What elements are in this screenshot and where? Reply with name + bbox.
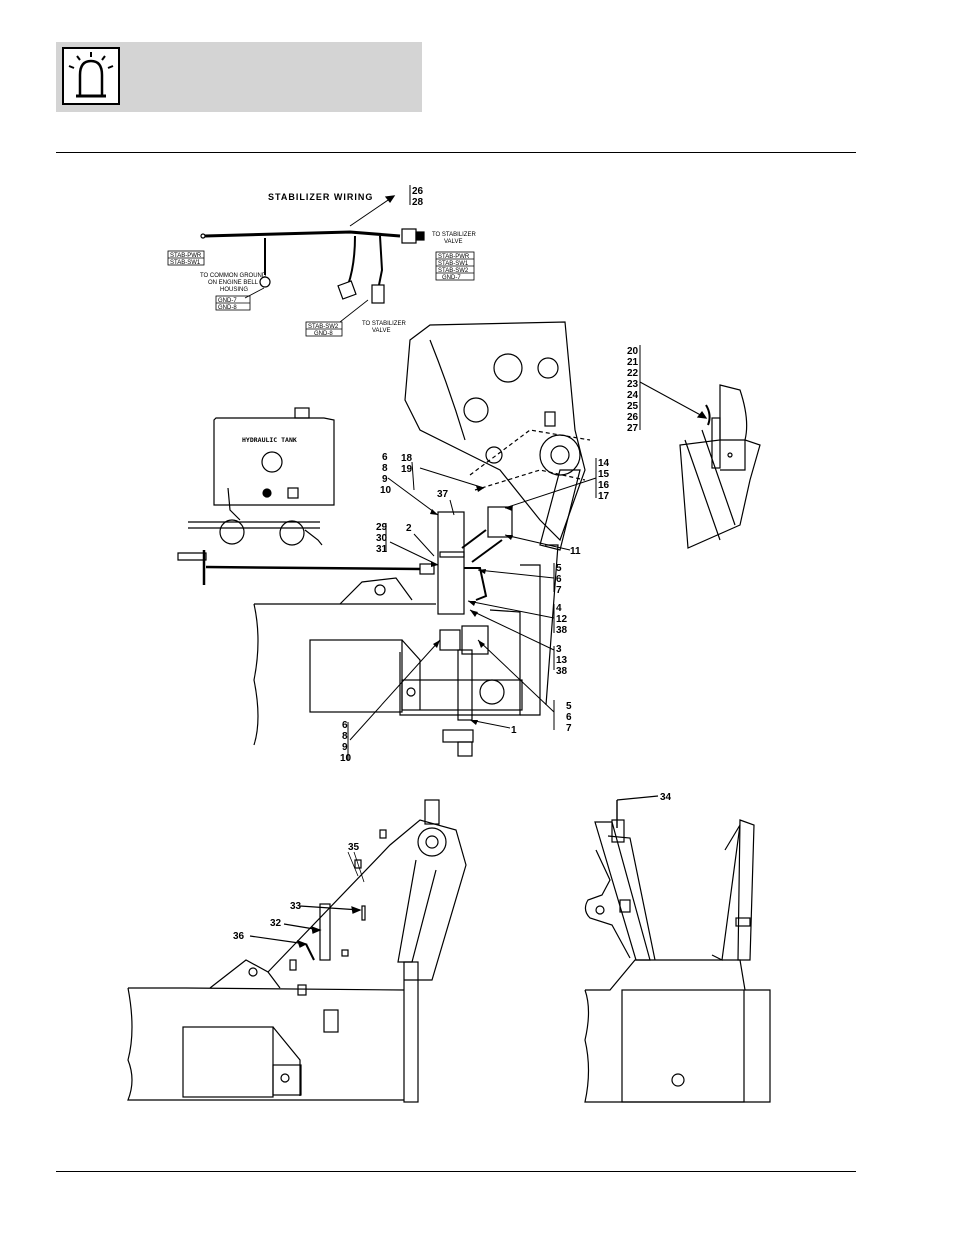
callout-8a: 8: [382, 463, 388, 474]
callout-26: 26: [412, 186, 424, 197]
arrowheads: [430, 486, 513, 725]
callout-7b: 7: [566, 723, 572, 734]
callout-10b: 10: [340, 753, 352, 764]
callout-38b: 38: [556, 666, 568, 677]
callout-12: 12: [556, 614, 568, 625]
valve-assembly: [419, 506, 513, 757]
callout-13: 13: [556, 655, 568, 666]
callout-24: 24: [627, 390, 639, 401]
to-valve-bottom-2: VALVE: [372, 328, 390, 334]
callout-5a: 5: [556, 563, 562, 574]
bottom-right-view: [584, 795, 771, 1103]
callout-6d: 6: [342, 720, 348, 731]
callout-29: 29: [376, 522, 388, 533]
callout-17: 17: [598, 491, 610, 502]
callout-21: 21: [627, 357, 639, 368]
wiring-title: STABILIZER WIRING: [268, 192, 373, 202]
callout-10a: 10: [380, 485, 392, 496]
callout-25: 25: [627, 401, 639, 412]
tag-ground-2: GND-8: [218, 305, 237, 311]
callout-26b: 26: [627, 412, 639, 423]
callout-35: 35: [348, 842, 360, 853]
callout-6a: 6: [382, 452, 388, 463]
callout-22: 22: [627, 368, 639, 379]
boom-frame: [404, 321, 591, 551]
tag-right-2: STAB-SW1: [438, 261, 469, 267]
callout-2: 2: [406, 523, 412, 534]
ground-note-2: ON ENGINE BELL: [208, 280, 259, 286]
callout-33: 33: [290, 901, 302, 912]
leader-lines: [347, 345, 641, 760]
callout-3: 3: [556, 644, 562, 655]
tag-left-2: STAB-SW1: [170, 260, 201, 266]
tag-right-3: STAB-SW2: [438, 268, 469, 274]
callout-31: 31: [376, 544, 388, 555]
detail-view: [639, 381, 761, 549]
callout-5b: 5: [566, 701, 572, 712]
callout-6c: 6: [566, 712, 572, 723]
tag-right-4: GND-7: [442, 275, 461, 281]
tank-label: HYDRAULIC TANK: [242, 436, 297, 444]
callout-19: 19: [401, 464, 413, 475]
callout-28: 28: [412, 197, 424, 208]
to-valve-bottom-1: TO STABILIZER: [362, 321, 406, 327]
to-valve-right-2: VALVE: [444, 239, 462, 245]
callout-27: 27: [627, 423, 639, 434]
tag-bottom-1: STAB-SW2: [308, 324, 339, 330]
callout-1: 1: [511, 725, 517, 736]
callout-8b: 8: [342, 731, 348, 742]
beacon-light-icon: [62, 47, 120, 105]
callout-18: 18: [401, 453, 413, 464]
bottom-rule: [56, 1171, 856, 1172]
callout-15: 15: [598, 469, 610, 480]
callout-38a: 38: [556, 625, 568, 636]
callout-32: 32: [270, 918, 282, 929]
hydraulic-tank: [177, 407, 421, 585]
callout-23: 23: [627, 379, 639, 390]
callout-9a: 9: [382, 474, 388, 485]
callout-34: 34: [660, 792, 672, 803]
ground-note-3: HOUSING: [220, 287, 248, 293]
main-frame: [253, 544, 559, 746]
callout-7a: 7: [556, 585, 562, 596]
tag-bottom-2: GND-8: [314, 331, 333, 337]
callout-37: 37: [437, 489, 449, 500]
wiring-harness: [200, 185, 425, 323]
tag-left-1: STAB-PWR: [170, 253, 202, 259]
callout-11: 11: [570, 546, 581, 557]
to-valve-right-1: TO STABILIZER: [432, 232, 476, 238]
callout-9b: 9: [342, 742, 348, 753]
callout-16: 16: [598, 480, 610, 491]
ground-note-1: TO COMMON GROUND: [200, 273, 267, 279]
top-rule: [56, 152, 856, 153]
callout-6b: 6: [556, 574, 562, 585]
tag-ground-1: GND-7: [218, 298, 237, 304]
callout-30: 30: [376, 533, 388, 544]
callout-14: 14: [598, 458, 610, 469]
callout-36: 36: [233, 931, 245, 942]
tag-right-1: STAB-PWR: [438, 254, 470, 260]
callout-20: 20: [627, 346, 639, 357]
callout-4: 4: [556, 603, 562, 614]
bottom-left-view: [127, 799, 467, 1103]
